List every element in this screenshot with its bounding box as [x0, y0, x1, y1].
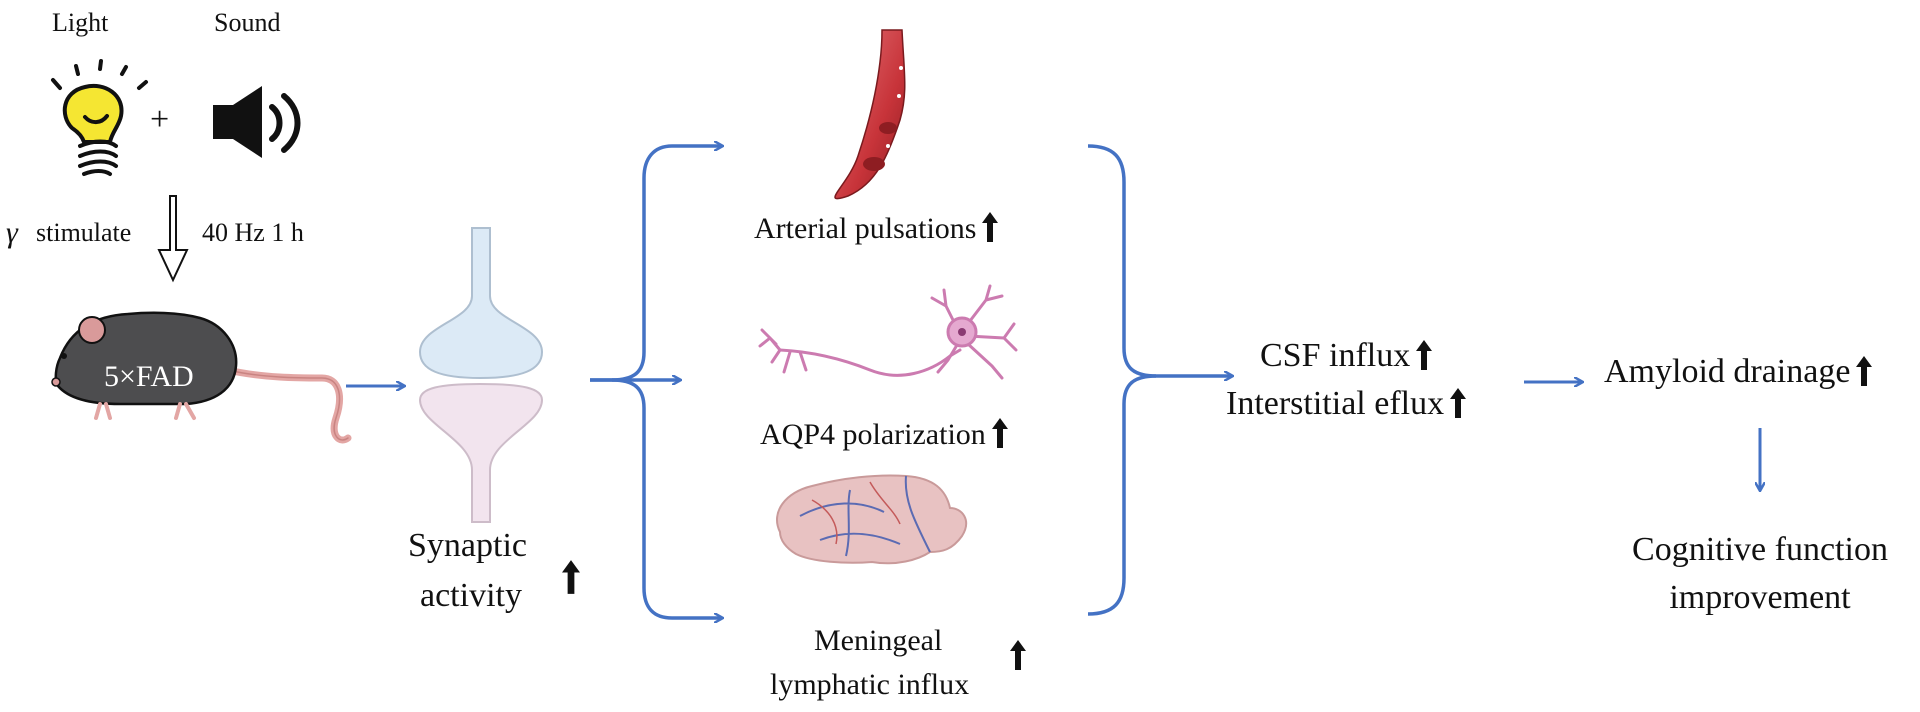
- aqp4-polarization-label: AQP4 polarization: [760, 418, 1008, 453]
- right-brace: [1087, 144, 1232, 616]
- left-brace: [590, 146, 722, 618]
- sound-label: Sound: [214, 8, 281, 37]
- arterial-pulsations-label: Arterial pulsations: [754, 212, 999, 247]
- csf-influx-text: CSF influx: [1260, 337, 1411, 374]
- mouse-illustration: [51, 311, 352, 444]
- neuron-illustration: [758, 284, 1018, 380]
- synaptic-up-arrow-icon: [562, 560, 580, 594]
- aqp4-polarization-text: AQP4 polarization: [760, 418, 986, 451]
- amyloid-drainage-label: Amyloid drainage: [1604, 352, 1873, 391]
- interstitial-eflux-text: Interstitial eflux: [1226, 385, 1445, 422]
- amyloid-drainage-text: Amyloid drainage: [1604, 353, 1851, 390]
- meningeal-line1: Meningeal: [814, 624, 943, 657]
- interstitial-eflux-label: Interstitial eflux: [1226, 384, 1467, 423]
- synapse-illustration: [418, 227, 544, 523]
- plus-sign: +: [150, 101, 170, 138]
- synaptic-activity-line1: Synaptic: [408, 527, 527, 564]
- gamma-symbol: γ: [6, 216, 18, 249]
- stimulate-label: stimulate: [36, 218, 132, 247]
- artery-illustration: [834, 29, 906, 200]
- speaker-icon: [213, 86, 301, 158]
- light-label: Light: [52, 8, 109, 37]
- synaptic-activity-line2: activity: [420, 577, 522, 614]
- brain-illustration: [776, 474, 968, 565]
- stimulation-arrow: [157, 195, 189, 283]
- aqp4-up-arrow-icon: [991, 418, 1008, 448]
- amyloid-up-arrow-icon: [1856, 356, 1873, 386]
- mouse-model-label: 5×FAD: [104, 360, 194, 393]
- frequency-label: 40 Hz 1 h: [202, 218, 304, 247]
- csf-influx-label: CSF influx: [1260, 336, 1433, 375]
- meningeal-line2: lymphatic influx: [770, 668, 970, 701]
- cognitive-function-line2: improvement: [1669, 579, 1851, 616]
- interstitial-up-arrow-icon: [1450, 388, 1467, 418]
- cognitive-function-line1: Cognitive function: [1632, 531, 1888, 568]
- meningeal-up-arrow-icon: [1010, 640, 1026, 670]
- arterial-pulsations-text: Arterial pulsations: [754, 212, 977, 245]
- csf-up-arrow-icon: [1416, 340, 1433, 370]
- light-bulb-icon: [51, 59, 148, 176]
- arterial-up-arrow-icon: [982, 212, 999, 242]
